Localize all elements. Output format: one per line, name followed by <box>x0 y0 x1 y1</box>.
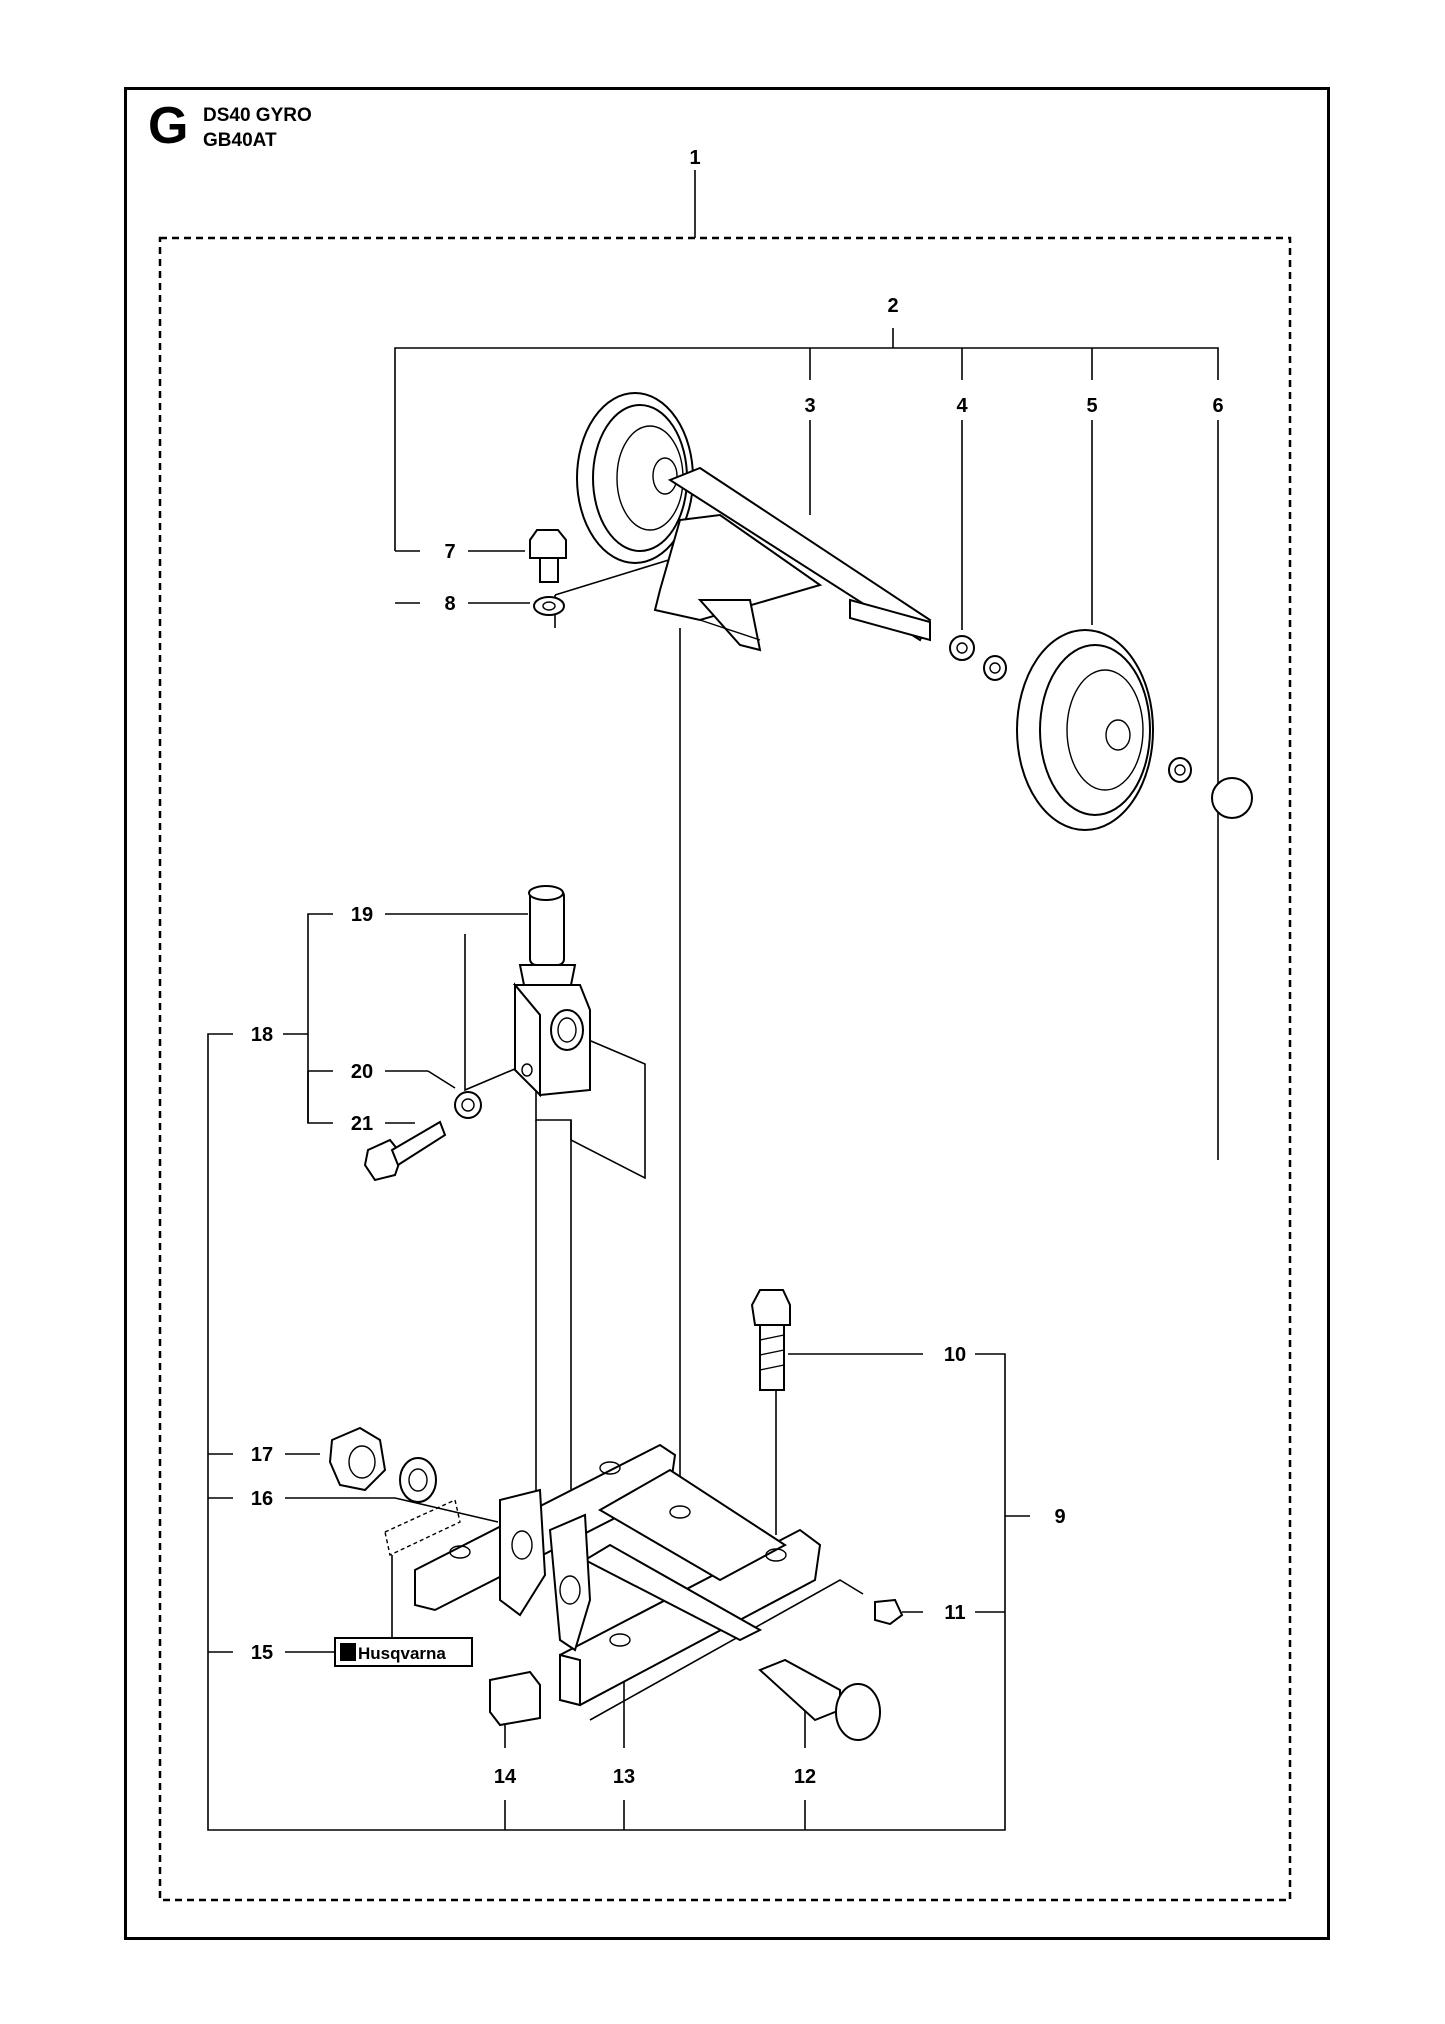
callout-2: 2 <box>887 295 898 317</box>
callout-5: 5 <box>1086 395 1097 417</box>
swivel-block <box>512 982 591 1098</box>
end-plug-14 <box>489 1670 541 1727</box>
callout-6: 6 <box>1212 395 1223 417</box>
callout-16: 16 <box>251 1488 273 1510</box>
decal-outline <box>384 1499 461 1557</box>
callout-10: 10 <box>944 1344 966 1366</box>
washer-4b <box>983 655 1007 681</box>
wheel-right <box>1016 629 1154 831</box>
callout-7: 7 <box>444 541 455 563</box>
axle-shaft <box>849 598 931 642</box>
model-name-ds40-gyro: DS40 GYRO <box>203 105 312 126</box>
callout-13: 13 <box>613 1766 635 1788</box>
hub-cap-6 <box>1211 777 1253 819</box>
washer-4 <box>949 635 975 661</box>
nut-17 <box>328 1426 387 1492</box>
bolt-10 <box>750 1289 791 1391</box>
shaft-19 <box>518 885 577 991</box>
axle-frame <box>653 466 932 652</box>
bolt-21 <box>363 1120 447 1182</box>
washer-20 <box>454 1091 482 1119</box>
washer-8 <box>533 596 565 616</box>
bolt-12 <box>758 1658 881 1741</box>
bolt-7 <box>529 529 567 583</box>
callout-18: 18 <box>251 1024 273 1046</box>
callout-21: 21 <box>351 1113 373 1135</box>
callout-8: 8 <box>444 593 455 615</box>
assembly-boundary <box>158 236 1292 1902</box>
husqvarna-logo-decal: Husqvarna <box>334 1637 473 1667</box>
callout-9: 9 <box>1054 1506 1065 1528</box>
wheel-left <box>576 392 694 564</box>
base-frame <box>414 1443 822 1707</box>
callout-11: 11 <box>944 1602 965 1624</box>
callout-labels: 1 2 3 4 5 6 7 8 9 10 11 12 13 14 15 16 1… <box>251 147 1224 1788</box>
section-letter: G <box>148 97 189 155</box>
callout-12: 12 <box>794 1766 816 1788</box>
callout-14: 14 <box>494 1766 517 1788</box>
callout-3: 3 <box>804 395 815 417</box>
page-frame <box>124 87 1330 1940</box>
washer-16 <box>399 1457 437 1503</box>
washer-5 <box>1168 757 1192 783</box>
callout-17: 17 <box>251 1444 273 1466</box>
screw-11 <box>874 1598 904 1626</box>
callout-4: 4 <box>956 395 968 417</box>
model-name-gb40at: GB40AT <box>203 130 277 151</box>
callout-19: 19 <box>351 904 373 926</box>
husqvarna-logo-text: Husqvarna <box>358 1644 446 1663</box>
callout-15: 15 <box>251 1642 273 1664</box>
callout-1: 1 <box>689 147 700 169</box>
callout-20: 20 <box>351 1061 373 1083</box>
